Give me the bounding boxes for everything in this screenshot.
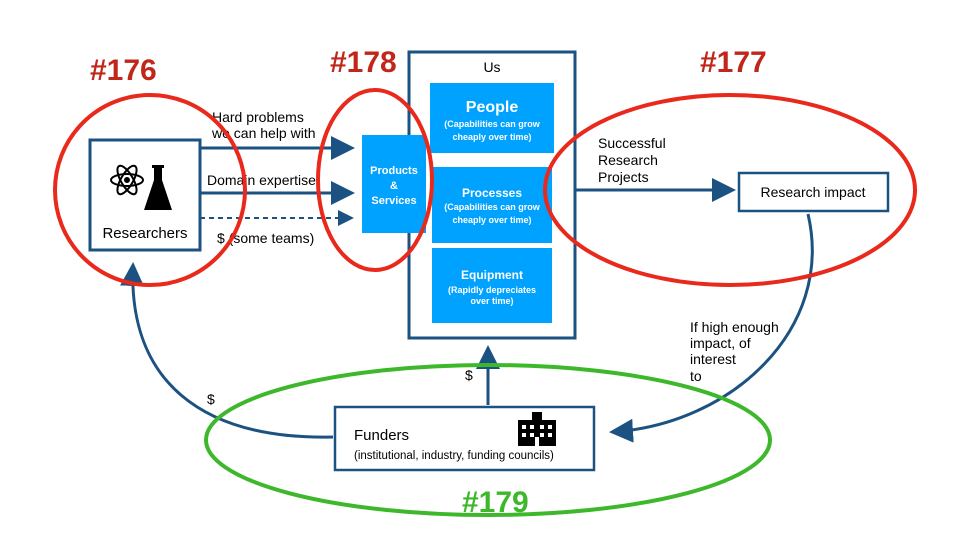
- equipment-title: Equipment: [461, 268, 523, 282]
- group-label-178: #178: [330, 46, 397, 79]
- funders-sub: (institutional, industry, funding counci…: [354, 450, 554, 462]
- label-impact3: interest: [690, 351, 736, 367]
- people-sub2: cheaply over time): [452, 132, 531, 142]
- group-label-177: #177: [700, 46, 767, 79]
- people-sub1: (Capabilities can grow: [444, 119, 541, 129]
- researchers-box: [88, 138, 202, 252]
- building-icon: [518, 412, 556, 446]
- impact-label: Research impact: [760, 184, 865, 200]
- label-impact2: impact, of: [690, 335, 751, 351]
- label-money-researchers: $: [207, 391, 215, 407]
- funders-title: Funders: [354, 427, 409, 444]
- processes-sub1: (Capabilities can grow: [444, 202, 541, 212]
- atom-icon: [110, 164, 144, 196]
- label-succ1: Successful: [598, 135, 666, 151]
- label-impact4: to: [690, 368, 702, 384]
- label-domain: Domain expertise: [207, 172, 316, 188]
- products-l1: Products: [370, 165, 418, 177]
- ellipse-177: [543, 93, 917, 287]
- label-hard1: Hard problems: [212, 109, 304, 125]
- processes-sub2: cheaply over time): [452, 215, 531, 225]
- group-label-179: #179: [462, 486, 529, 519]
- label-hard2: we can help with: [211, 125, 316, 141]
- ellipse-179: [204, 363, 772, 517]
- products-box: [362, 135, 426, 233]
- products-l3: Services: [371, 195, 416, 207]
- processes-title: Processes: [462, 186, 522, 200]
- label-money-us: $: [465, 367, 473, 383]
- people-box: [430, 83, 554, 153]
- researchers-label: Researchers: [102, 225, 187, 242]
- label-money-some: $ (some teams): [217, 230, 314, 246]
- label-impact1: If high enough: [690, 319, 779, 335]
- equipment-sub1: (Rapidly depreciates: [448, 285, 536, 295]
- processes-box: [432, 167, 552, 243]
- products-l2: &: [390, 180, 398, 192]
- ellipse-178: [316, 88, 434, 272]
- label-succ2: Research: [598, 152, 658, 168]
- people-title: People: [466, 99, 519, 116]
- arrow-impact-funders: [609, 213, 814, 443]
- us-title: Us: [483, 59, 500, 75]
- group-label-176: #176: [90, 54, 157, 87]
- equipment-sub2: over time): [470, 296, 513, 306]
- arrow-funders-researchers: [120, 262, 334, 439]
- ellipse-176: [53, 93, 247, 287]
- impact-box: [737, 171, 890, 213]
- label-succ3: Projects: [598, 169, 649, 185]
- flask-icon: [144, 165, 172, 210]
- equipment-box: [432, 248, 552, 323]
